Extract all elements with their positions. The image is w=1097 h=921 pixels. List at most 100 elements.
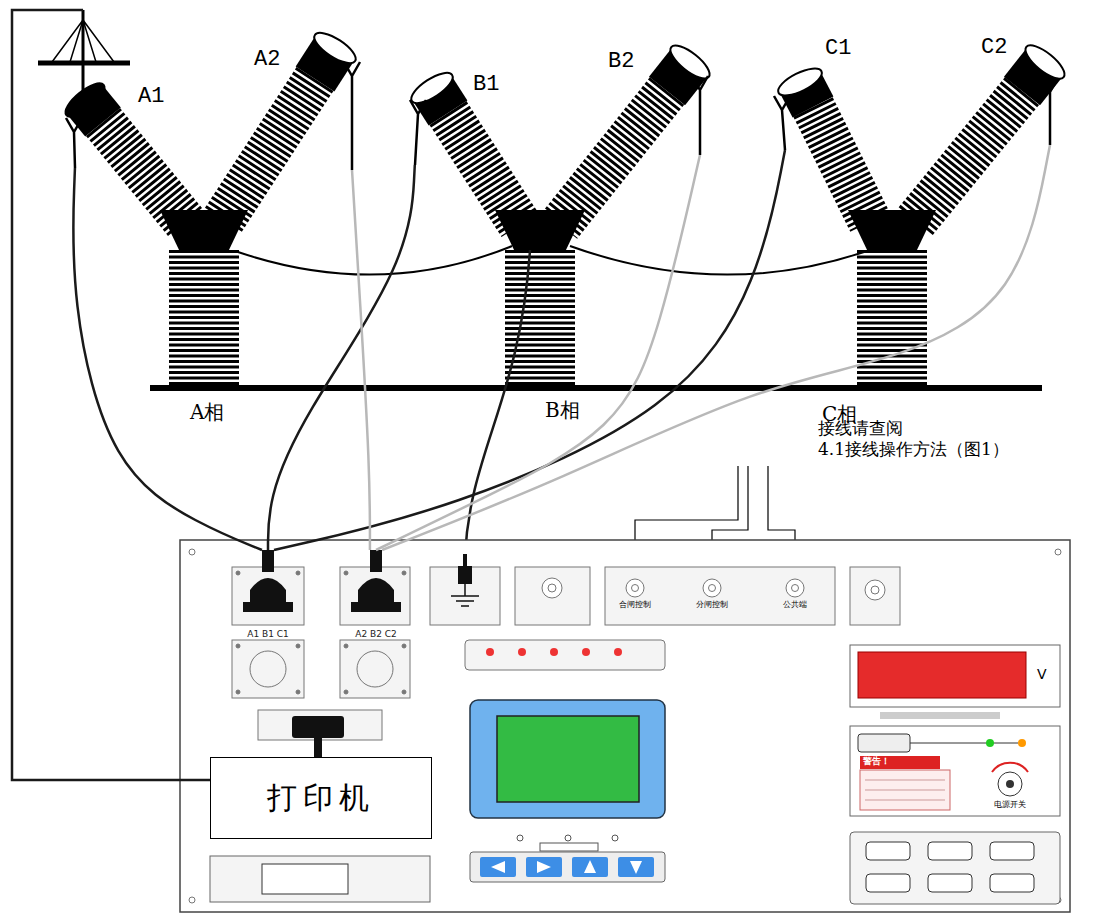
phase-label: B相 — [545, 398, 580, 423]
tester-panel — [180, 540, 1070, 912]
knob-label: 电源开关 — [994, 800, 1026, 810]
plug — [370, 550, 382, 572]
printer-label: 打印机 — [267, 780, 375, 816]
warning-label: 警告！ — [863, 756, 890, 767]
keypad — [850, 832, 1060, 904]
lcd-screen — [540, 843, 598, 851]
terminal-label: C1 — [825, 36, 851, 61]
ground-symbol — [464, 584, 466, 596]
printer-socket — [258, 710, 382, 757]
breaker-porcelain — [857, 250, 927, 385]
plug — [458, 566, 472, 584]
lcd-screen — [612, 835, 618, 841]
voltage-display — [850, 645, 1060, 719]
test-clip — [1042, 78, 1058, 145]
socket — [344, 644, 348, 648]
breaker-porcelain — [570, 246, 864, 275]
keypad — [990, 842, 1034, 860]
indicator-strip — [518, 648, 526, 656]
test-wire — [12, 10, 210, 780]
socket — [402, 690, 406, 694]
printer-socket — [314, 737, 322, 757]
control-box — [998, 772, 1022, 796]
keypad — [990, 874, 1034, 892]
test-clip — [410, 100, 426, 165]
unit-label: V — [1037, 666, 1047, 684]
breaker-porcelain — [1021, 40, 1070, 84]
breaker-porcelain — [775, 63, 826, 101]
ground-symbol — [451, 595, 479, 597]
socket-label: A1 B1 C1 — [247, 630, 289, 640]
tripod-sensor — [38, 10, 130, 92]
control-box — [865, 790, 945, 791]
terminal-head: A2 — [250, 25, 370, 170]
socket — [402, 644, 406, 648]
test-wire — [382, 145, 1050, 550]
plug — [358, 578, 394, 606]
socket — [792, 585, 799, 592]
socket — [250, 651, 286, 687]
socket — [402, 571, 406, 575]
label-slot: 公共端 — [783, 600, 807, 610]
arrow-keys — [526, 857, 562, 877]
socket — [232, 567, 900, 698]
control-box — [1006, 780, 1014, 788]
socket — [542, 578, 562, 598]
test-wire — [268, 165, 415, 550]
terminal-label: A2 — [254, 47, 280, 72]
breaker-porcelain — [61, 27, 1070, 385]
control-box — [865, 800, 945, 801]
lcd-screen — [470, 700, 665, 818]
breaker-porcelain — [448, 113, 520, 225]
keypad — [850, 832, 1060, 904]
arrow-keys — [630, 861, 642, 874]
arrow-keys — [537, 861, 551, 873]
socket — [296, 690, 300, 694]
socket — [357, 651, 393, 687]
test-wire — [376, 155, 700, 550]
terminal-head: B1 — [395, 60, 505, 165]
lcd-screen — [497, 716, 639, 802]
terminal-label: B1 — [473, 72, 499, 97]
control-box — [865, 780, 945, 781]
socket — [236, 571, 240, 575]
socket — [850, 567, 900, 625]
terminal-label: A1 — [138, 84, 164, 109]
plug — [243, 602, 293, 612]
voltage-display — [850, 645, 1060, 707]
test-clip — [692, 76, 708, 155]
power-inlet — [210, 856, 430, 902]
socket — [232, 567, 304, 625]
base-bar — [150, 385, 1042, 391]
socket-box: A1 B1 C1 — [228, 550, 308, 642]
indicator-strip — [550, 648, 558, 656]
control-box — [1018, 739, 1026, 747]
phase-label: A相 — [190, 400, 224, 425]
tester-panel — [189, 897, 195, 903]
terminal-head: C1 — [770, 30, 870, 150]
test-wire — [73, 168, 262, 550]
arrow-keys — [470, 852, 665, 882]
socket — [344, 571, 348, 575]
label-slot: 警告！ — [863, 756, 890, 767]
breaker-porcelain — [813, 107, 870, 222]
printer-box: 打印机 — [210, 757, 432, 839]
indicator-strip — [614, 648, 622, 656]
socket — [605, 567, 835, 625]
label-slot: 合闸控制 — [619, 600, 651, 610]
wiring-note: 接线请查阅 4.1接线操作方法（图1） — [818, 418, 1033, 461]
label-slot: B相 — [545, 398, 580, 423]
control-box — [986, 739, 994, 747]
socket — [548, 584, 556, 592]
power-inlet — [210, 856, 430, 902]
socket — [296, 571, 300, 575]
indicator-strip — [582, 648, 590, 656]
socket — [236, 690, 240, 694]
keypad — [866, 842, 910, 860]
breaker-porcelain — [505, 250, 575, 385]
socket — [626, 579, 644, 597]
label-slot: 分闸控制 — [696, 600, 728, 610]
printer-socket — [292, 716, 344, 738]
